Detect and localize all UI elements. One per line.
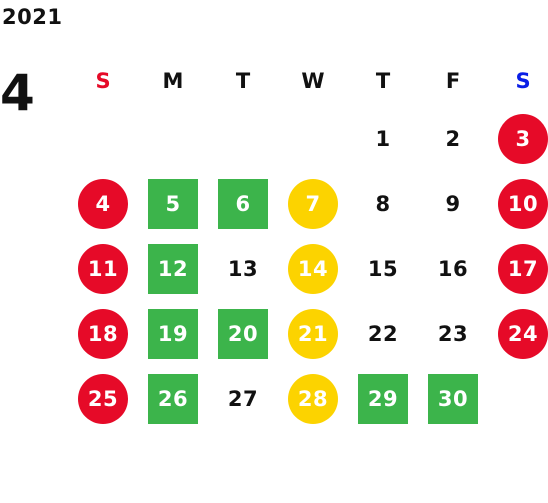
day-20: 20: [218, 308, 268, 359]
calendar-cell[interactable]: 30: [418, 366, 488, 431]
day-2: 2: [445, 126, 461, 151]
day-7: 7: [288, 178, 338, 229]
day-11: 11: [78, 243, 128, 294]
day-6: 6: [218, 178, 268, 229]
calendar-cell[interactable]: 24: [488, 301, 548, 366]
day-1: 1: [375, 126, 391, 151]
calendar-cell[interactable]: 1: [348, 106, 418, 171]
empty-cell: [68, 106, 138, 171]
calendar-cell[interactable]: 13: [208, 236, 278, 301]
weekday-header-friday: F: [445, 69, 461, 93]
day-23: 23: [437, 321, 469, 346]
calendar-cell[interactable]: 6: [208, 171, 278, 236]
calendar-cell[interactable]: 3: [488, 106, 548, 171]
day-15: 15: [367, 256, 399, 281]
calendar-cell[interactable]: 2: [418, 106, 488, 171]
weekday-header-tuesday: T: [235, 69, 251, 93]
day-8: 8: [375, 191, 391, 216]
day-18: 18: [78, 308, 128, 359]
calendar-cell[interactable]: 11: [68, 236, 138, 301]
day-25: 25: [78, 373, 128, 424]
day-10: 10: [498, 178, 548, 229]
day-12: 12: [148, 243, 198, 294]
calendar-cell[interactable]: 10: [488, 171, 548, 236]
day-21: 21: [288, 308, 338, 359]
day-22: 22: [367, 321, 399, 346]
calendar-cell[interactable]: 19: [138, 301, 208, 366]
calendar-cell[interactable]: 20: [208, 301, 278, 366]
day-5: 5: [148, 178, 198, 229]
day-16: 16: [437, 256, 469, 281]
day-26: 26: [148, 373, 198, 424]
calendar-cell[interactable]: 23: [418, 301, 488, 366]
day-29: 29: [358, 373, 408, 424]
day-17: 17: [498, 243, 548, 294]
calendar-cell[interactable]: 18: [68, 301, 138, 366]
year-label: 2021: [2, 5, 63, 29]
calendar-cell[interactable]: 17: [488, 236, 548, 301]
month-number: 4: [0, 64, 35, 122]
calendar-cell[interactable]: 25: [68, 366, 138, 431]
day-13: 13: [227, 256, 259, 281]
weekday-header-wednesday: W: [301, 69, 325, 93]
day-3: 3: [498, 113, 548, 164]
weekday-header-saturday: S: [515, 69, 531, 93]
weekday-header-sunday: S: [95, 69, 111, 93]
day-14: 14: [288, 243, 338, 294]
weekday-header-monday: M: [162, 69, 184, 93]
calendar-cell[interactable]: 26: [138, 366, 208, 431]
calendar-cell[interactable]: 16: [418, 236, 488, 301]
calendar-cell[interactable]: 14: [278, 236, 348, 301]
empty-cell: [208, 106, 278, 171]
calendar-cell[interactable]: 27: [208, 366, 278, 431]
calendar-cell[interactable]: 22: [348, 301, 418, 366]
calendar-cell[interactable]: 28: [278, 366, 348, 431]
day-27: 27: [227, 386, 259, 411]
calendar-cell[interactable]: 12: [138, 236, 208, 301]
empty-cell: [138, 106, 208, 171]
calendar-cell[interactable]: 9: [418, 171, 488, 236]
calendar-cell[interactable]: 8: [348, 171, 418, 236]
empty-cell: [278, 106, 348, 171]
calendar-cell[interactable]: 4: [68, 171, 138, 236]
calendar-cell[interactable]: 7: [278, 171, 348, 236]
weekday-header-thursday: T: [375, 69, 391, 93]
day-9: 9: [445, 191, 461, 216]
day-4: 4: [78, 178, 128, 229]
day-30: 30: [428, 373, 478, 424]
day-24: 24: [498, 308, 548, 359]
day-28: 28: [288, 373, 338, 424]
calendar-cell[interactable]: 21: [278, 301, 348, 366]
calendar-cell[interactable]: 5: [138, 171, 208, 236]
calendar-cell[interactable]: 29: [348, 366, 418, 431]
day-19: 19: [148, 308, 198, 359]
calendar-cell[interactable]: 15: [348, 236, 418, 301]
